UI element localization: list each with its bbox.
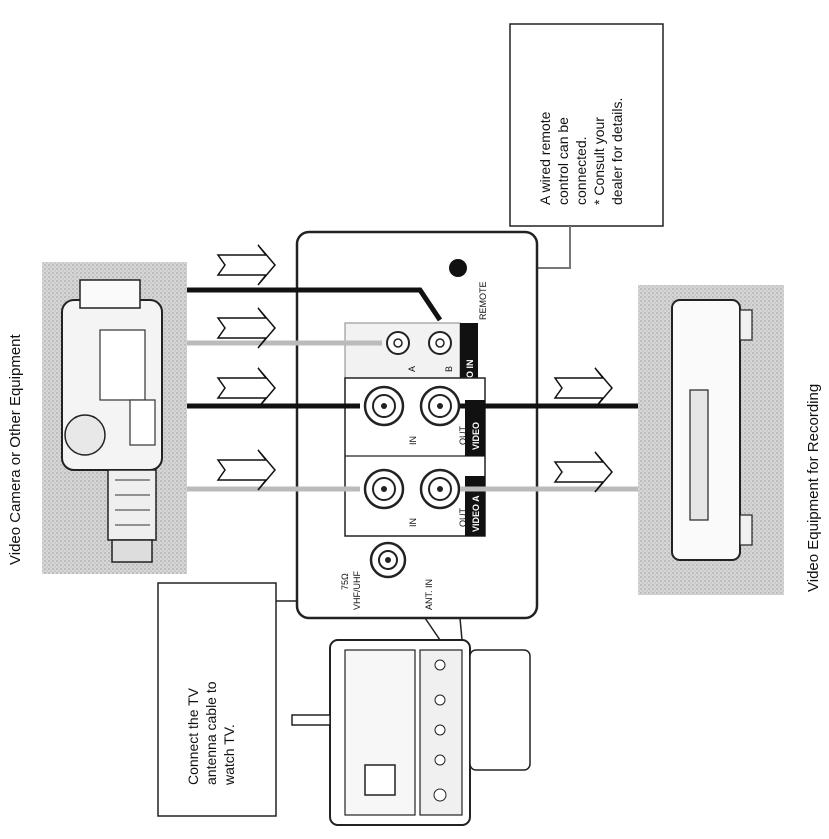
direction-arrows <box>216 244 613 493</box>
arrow-video-in <box>216 367 276 409</box>
audio-in-b-jack-center <box>435 338 445 348</box>
video-in-label: IN <box>408 436 418 445</box>
arrow-video-out <box>553 367 613 409</box>
ant-in-jack[interactable] <box>369 541 407 579</box>
arrow-audio-a <box>216 307 276 349</box>
remote-note-box: A wired remote control can be connected.… <box>509 23 664 227</box>
remote-note-line-5: dealer for details. <box>609 98 625 205</box>
remote-label: REMOTE <box>478 281 488 320</box>
antenna-note-line-3: watch TV. <box>221 724 237 786</box>
audio-b-cable <box>187 287 443 322</box>
source-label: Video Camera or Other Equipment <box>7 333 24 565</box>
video-a-in-jack[interactable] <box>363 468 405 510</box>
audio-in-a-jack-center <box>393 338 403 348</box>
video-a-label: VIDEO A <box>471 495 481 532</box>
arrow-video-a-in <box>216 449 276 491</box>
antenna-note-box: Connect the TV antenna cable to watch TV… <box>157 582 277 817</box>
video-camera-illustration <box>42 262 187 574</box>
video-in-jack[interactable] <box>363 385 405 427</box>
remote-note-line-2: control can be <box>555 117 571 205</box>
remote-note-line-3: connected. <box>573 137 589 206</box>
video-out-jack[interactable] <box>419 385 461 427</box>
arrow-video-a-out <box>553 451 613 493</box>
video-out-label: OUT <box>458 426 468 446</box>
rear-panel-illustration <box>291 639 531 826</box>
signal-cables <box>187 287 638 492</box>
ant-spec-line-1: 75Ω <box>340 573 350 590</box>
audio-b-label: B <box>444 366 454 372</box>
video-recorder-illustration <box>638 285 784 595</box>
video-label-bar <box>465 400 485 456</box>
remote-jack[interactable] <box>449 259 467 277</box>
antenna-note-line-2: antenna cable to <box>203 681 219 785</box>
remote-note-line-4: * Consult your <box>591 117 607 205</box>
video-a-in-label: IN <box>408 518 418 527</box>
connector-panel: AUDIO IN A B REMOTE VIDEO VIDEO A <box>295 230 539 620</box>
audio-a-label: A <box>407 366 417 372</box>
ant-in-label: ANT. IN <box>424 579 434 610</box>
remote-note-line-1: A wired remote <box>537 111 553 205</box>
video-a-out-label: OUT <box>458 508 468 528</box>
antenna-note-line-1: Connect the TV <box>185 687 201 785</box>
arrow-audio-b <box>216 244 276 286</box>
video-a-out-jack[interactable] <box>419 468 461 510</box>
video-label: VIDEO <box>471 422 481 450</box>
ant-spec-line-2: VHF/UHF <box>352 571 362 610</box>
recorder-label: Video Equipment for Recording <box>805 384 822 592</box>
